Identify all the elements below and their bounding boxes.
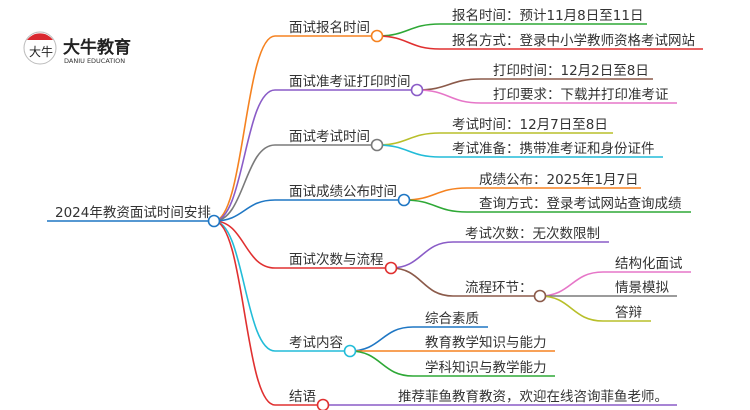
logo-name: 大牛教育 — [63, 37, 131, 58]
root-topic[interactable]: 2024年教资面试时间安排 — [55, 205, 211, 221]
connectors — [47, 23, 703, 406]
leaf-connector — [349, 326, 414, 352]
leaf-connector — [349, 350, 414, 377]
branch-topic[interactable]: 面试报名时间 — [289, 20, 370, 36]
collapse-toggle[interactable] — [370, 138, 384, 152]
leaf-topic[interactable]: 流程环节： — [465, 280, 533, 296]
branch-topic[interactable]: 考试内容 — [289, 334, 343, 351]
subleaf-topic[interactable]: 情景模拟 — [615, 280, 669, 296]
leaf-topic[interactable]: 学科知识与教学能力 — [425, 359, 547, 376]
branch-connector — [213, 144, 276, 222]
leaf-topic[interactable]: 查询方式：登录考试网站查询成绩 — [479, 196, 682, 212]
leaf-topic[interactable]: 报名时间：预计11月8日至11日 — [452, 8, 643, 24]
logo: 大牛 大牛教育 DANIU EDUCATION — [23, 31, 131, 65]
leaf-topic[interactable]: 报名方式：登录中小学教师资格考试网站 — [452, 33, 695, 49]
branch-topic[interactable]: 面试成绩公布时间 — [289, 184, 397, 200]
leaf-topic[interactable]: 成绩公布：2025年1月7日 — [479, 172, 639, 188]
collapse-toggle[interactable] — [370, 29, 384, 43]
logo-mark-text: 大牛 — [29, 44, 53, 59]
collapse-toggle[interactable] — [384, 261, 398, 275]
branch-topic[interactable]: 面试准考证打印时间 — [289, 73, 411, 90]
branch-connector — [213, 199, 276, 222]
subleaf-connector — [539, 271, 604, 297]
collapse-toggle[interactable] — [533, 289, 547, 303]
leaf-topic[interactable]: 考试时间：12月7日至8日 — [452, 117, 608, 133]
leaf-connector — [376, 144, 441, 158]
leaf-connector — [376, 35, 441, 50]
leaf-topic[interactable]: 教育教学知识与能力 — [425, 334, 547, 351]
collapse-toggle[interactable] — [316, 398, 330, 410]
leaf-connector — [376, 23, 441, 37]
root-collapse-toggle[interactable] — [207, 214, 221, 228]
leaf-topic[interactable]: 综合素质 — [425, 311, 479, 327]
branch-topic[interactable]: 面试考试时间 — [289, 129, 370, 145]
branch-connector — [213, 220, 276, 269]
logo-subtitle: DANIU EDUCATION — [64, 57, 125, 65]
leaf-topic[interactable]: 考试准备：携带准考证和身份证件 — [452, 140, 655, 157]
subleaf-topic[interactable]: 结构化面试 — [615, 256, 683, 272]
branch-connector — [213, 220, 276, 406]
collapse-toggle[interactable] — [397, 193, 411, 207]
branch-topic[interactable]: 结语 — [289, 389, 316, 405]
leaf-connector — [403, 187, 468, 201]
branch-connector — [213, 220, 276, 352]
nodes: 2024年教资面试时间安排 面试报名时间 报名时间：预计11月8日至11日报名方式：… — [55, 8, 695, 410]
subleaf-topic[interactable]: 答辩 — [615, 304, 642, 321]
branch-connector — [213, 89, 276, 222]
subleaf-connector — [539, 295, 604, 322]
logo-red-arc — [27, 33, 53, 40]
branch-topic[interactable]: 面试次数与流程 — [289, 252, 384, 268]
collapse-toggle[interactable] — [343, 344, 357, 358]
leaf-connector — [390, 241, 454, 269]
leaf-topic[interactable]: 打印时间：12月2日至8日 — [493, 62, 649, 79]
leaf-topic[interactable]: 打印要求：下载并打印准考证 — [493, 86, 669, 103]
leaf-topic[interactable]: 推荐菲鱼教育教资，欢迎在线咨询菲鱼老师。 — [398, 388, 668, 405]
collapse-toggle[interactable] — [410, 83, 424, 97]
leaf-connector — [403, 199, 468, 213]
leaf-connector — [376, 132, 441, 146]
leaf-connector — [390, 267, 454, 297]
leaf-connector — [416, 78, 482, 91]
leaf-connector — [416, 89, 482, 104]
branch-connector — [213, 35, 276, 222]
leaf-topic[interactable]: 考试次数：无次数限制 — [465, 226, 600, 242]
